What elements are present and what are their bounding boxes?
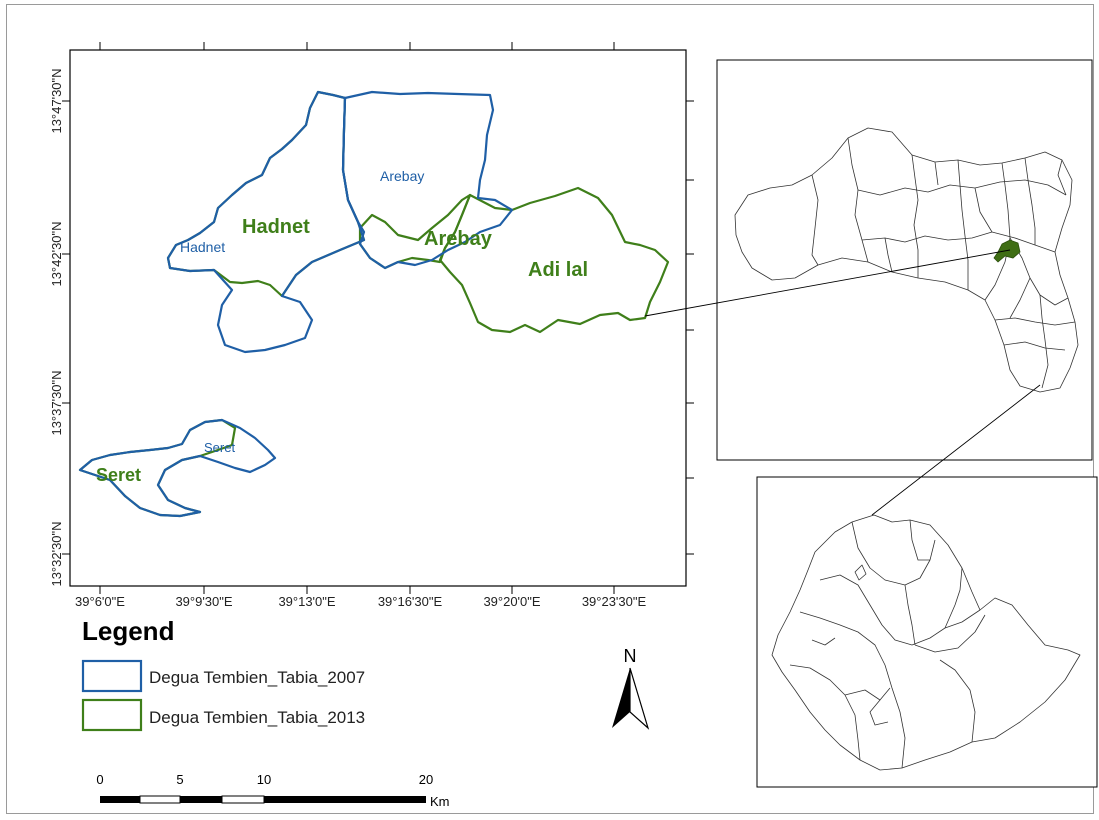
tigray-inset-frame — [716, 59, 1093, 461]
label-adi-lal-2013: Adi lal — [528, 259, 588, 281]
lon-label-4: 39°16'30"E — [378, 594, 443, 609]
scale-tick-5: 5 — [176, 772, 183, 787]
label-arebay-2007: Arebay — [380, 168, 424, 184]
legend-swatch-2007 — [81, 659, 143, 693]
longitude-labels: 39°6'0"E 39°9'30"E 39°13'0"E 39°16'30"E … — [75, 594, 646, 609]
study-area-highlight — [993, 239, 1021, 263]
scale-tick-10: 10 — [257, 772, 271, 787]
left-ticks — [62, 100, 70, 555]
lat-label-1: 13°47'30"N — [49, 68, 64, 133]
connector-line-study-area — [644, 249, 1011, 317]
hadnet-boundary-2007 — [166, 90, 366, 354]
scale-tick-20: 20 — [419, 772, 433, 787]
ethiopia-region-map — [771, 514, 1081, 771]
seret-boundary-2007 — [78, 418, 277, 518]
scale-tick-0: 0 — [96, 772, 103, 787]
main-map-frame — [69, 49, 687, 587]
lon-label-2: 39°9'30"E — [175, 594, 232, 609]
label-arebay-2013: Arebay — [424, 228, 493, 250]
tabia-2007-boundaries — [78, 90, 514, 518]
label-seret-2007: Seret — [204, 440, 235, 455]
legend-label-2013: Degua Tembien_Tabia_2013 — [149, 708, 365, 727]
label-hadnet-2007: Hadnet — [180, 239, 225, 255]
legend-title: Legend — [82, 616, 174, 646]
scale-unit: Km — [430, 794, 450, 809]
map-layout-frame — [6, 4, 1094, 814]
label-seret-2013: Seret — [96, 465, 141, 485]
adi-lal-boundary-2013 — [438, 186, 670, 334]
scale-bar: 0 5 10 20 Km — [96, 772, 449, 809]
ethiopia-outline — [771, 514, 1081, 771]
lon-label-1: 39°6'0"E — [75, 594, 125, 609]
ethiopia-inset-frame — [756, 476, 1098, 788]
lat-label-2: 13°42'30"N — [49, 221, 64, 286]
region-labels: Arebay Hadnet Seret Hadnet Arebay Adi la… — [96, 168, 588, 485]
legend-label-2007: Degua Tembien_Tabia_2007 — [149, 668, 365, 687]
right-ticks — [686, 100, 694, 555]
north-arrow-icon — [612, 668, 630, 728]
lon-label-6: 39°23'30"E — [582, 594, 647, 609]
lon-label-3: 39°13'0"E — [278, 594, 335, 609]
top-ticks — [99, 42, 615, 50]
label-hadnet-2013: Hadnet — [242, 216, 310, 238]
bottom-ticks — [99, 586, 615, 594]
lat-label-4: 13°32'30"N — [49, 521, 64, 586]
lon-label-5: 39°20'0"E — [483, 594, 540, 609]
connector-line-tigray — [871, 384, 1041, 516]
lat-label-3: 13°37'30"N — [49, 370, 64, 435]
tigray-outline — [734, 127, 1079, 393]
tabia-2013-boundaries — [78, 90, 670, 518]
legend-swatch-2013 — [81, 698, 143, 732]
hadnet-boundary-2013 — [166, 90, 366, 298]
tigray-region-map — [734, 127, 1079, 393]
north-arrow-label: N — [624, 646, 637, 666]
latitude-labels: 13°47'30"N 13°42'30"N 13°37'30"N 13°32'3… — [49, 68, 64, 586]
arebay-boundary-2007 — [341, 90, 514, 270]
north-arrow: N — [612, 646, 650, 730]
